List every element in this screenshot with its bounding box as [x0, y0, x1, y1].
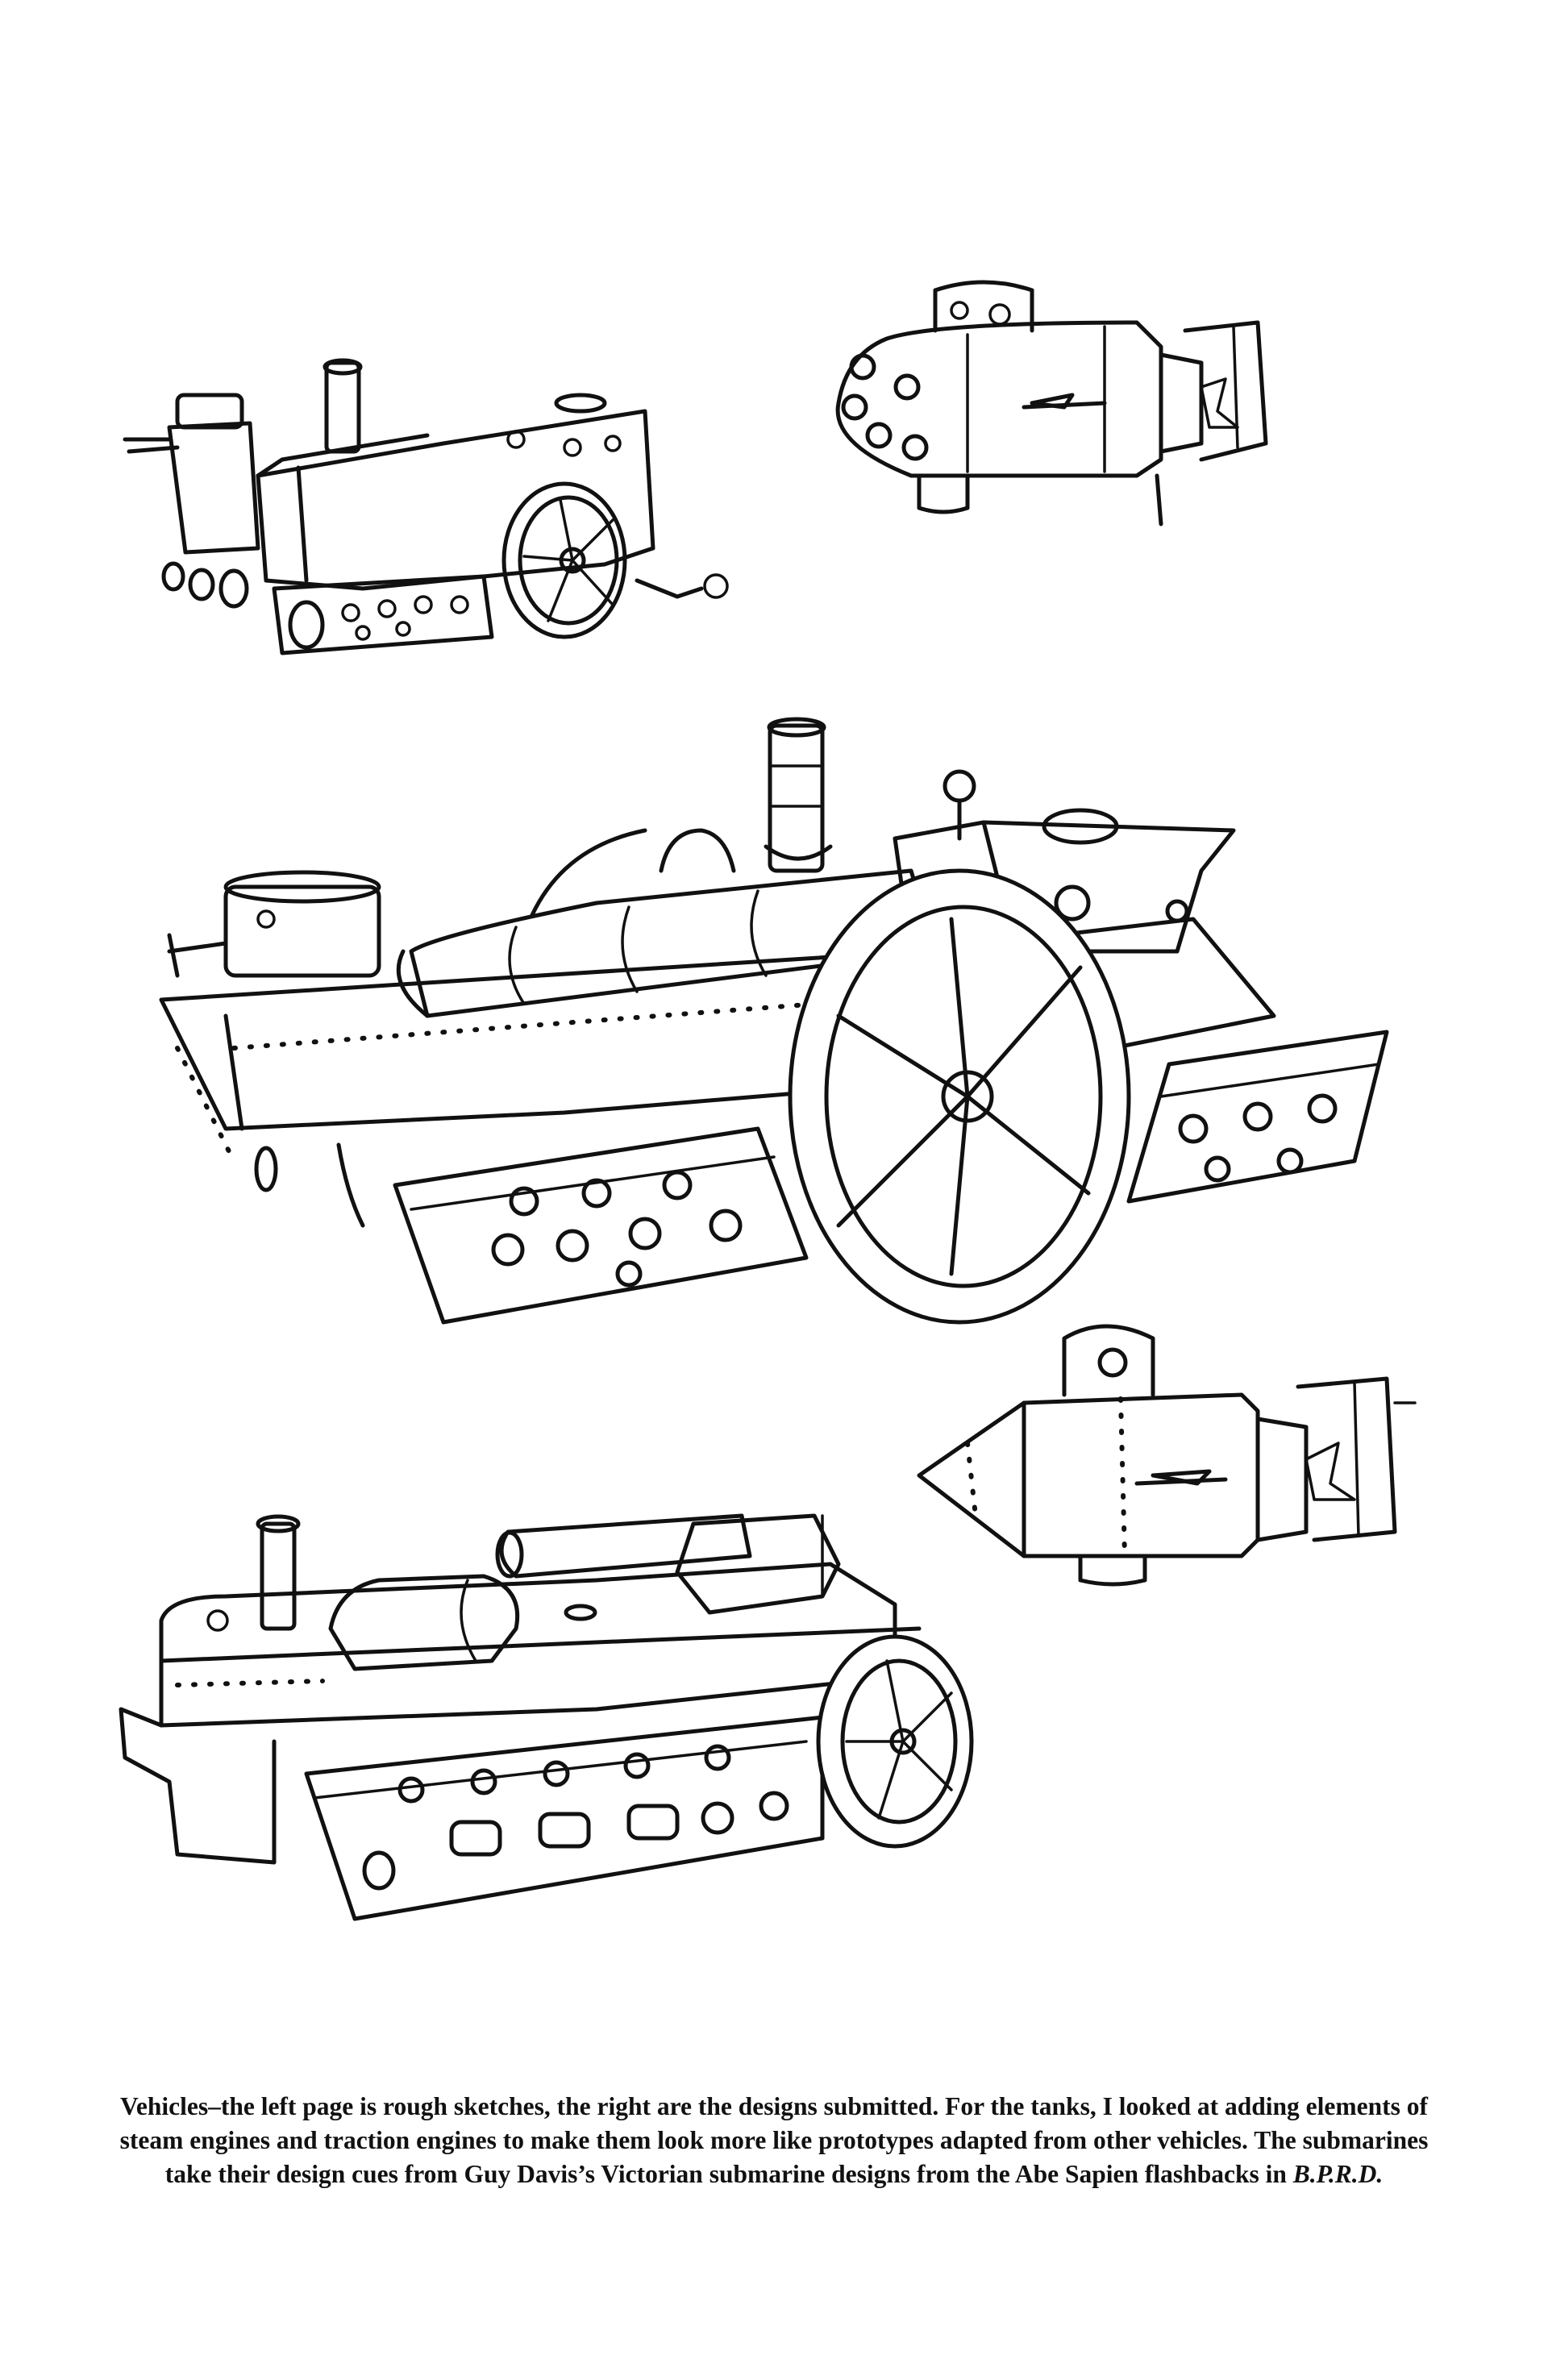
bottom-submarine-sketch — [917, 1298, 1435, 1588]
caption-text: Vehicles–the left page is rough sketches… — [119, 2092, 1429, 2188]
top-submarine-sketch — [798, 266, 1330, 532]
turret-tank-sketch — [113, 1500, 1000, 1983]
steam-tank-drawing-icon — [159, 717, 1389, 1325]
caption: Vehicles–the left page is rough sketches… — [105, 2090, 1443, 2191]
submarine-drawing-icon — [835, 280, 1268, 526]
large-tank-sketch — [145, 709, 1403, 1371]
turret-tank-drawing-icon — [119, 1513, 974, 1921]
steam-tank-drawing-icon — [123, 358, 729, 655]
caption-italic-title: B.P.R.D. — [1292, 2160, 1384, 2188]
small-tank-sketch — [121, 347, 750, 685]
submarine-drawing-icon — [917, 1324, 1417, 1587]
